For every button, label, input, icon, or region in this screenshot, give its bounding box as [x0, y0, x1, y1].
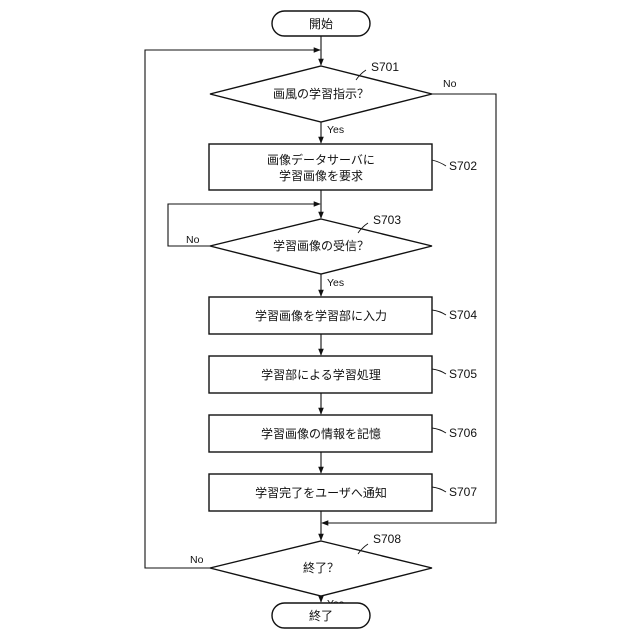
s701-yes-label: Yes — [327, 124, 344, 136]
step-label-s707: S707 — [449, 485, 477, 499]
step-label-s708: S708 — [373, 532, 401, 546]
step-label-s705: S705 — [449, 367, 477, 381]
process-s704-text: 学習画像を学習部に入力 — [255, 308, 387, 323]
decision-s701-text: 画風の学習指示？ — [273, 86, 369, 101]
leader-s704 — [432, 310, 446, 315]
decision-s708-text: 終了？ — [303, 560, 339, 575]
step-label-s704: S704 — [449, 308, 477, 322]
process-s702 — [209, 144, 432, 190]
decision-s703-text: 学習画像の受信？ — [273, 238, 369, 253]
leader-s702 — [432, 160, 446, 166]
end-label: 終了 — [309, 608, 333, 623]
s708-no-label: No — [190, 554, 204, 566]
step-label-s702: S702 — [449, 159, 477, 173]
step-label-s706: S706 — [449, 426, 477, 440]
process-s705-text: 学習部による学習処理 — [261, 367, 381, 382]
process-s706-text: 学習画像の情報を記憶 — [261, 426, 381, 441]
leader-s706 — [432, 428, 446, 433]
step-label-s701: S701 — [371, 60, 399, 74]
step-label-s703: S703 — [373, 213, 401, 227]
s703-no-label: No — [186, 234, 200, 246]
start-label: 開始 — [309, 17, 333, 31]
s701-no-label: No — [443, 78, 457, 90]
process-s702-line1: 画像データサーバに — [267, 152, 375, 167]
leader-s705 — [432, 369, 446, 374]
leader-s707 — [432, 487, 446, 492]
process-s702-line2: 学習画像を要求 — [279, 168, 363, 183]
process-s707-text: 学習完了をユーザへ通知 — [255, 485, 387, 500]
s703-yes-label: Yes — [327, 277, 344, 289]
